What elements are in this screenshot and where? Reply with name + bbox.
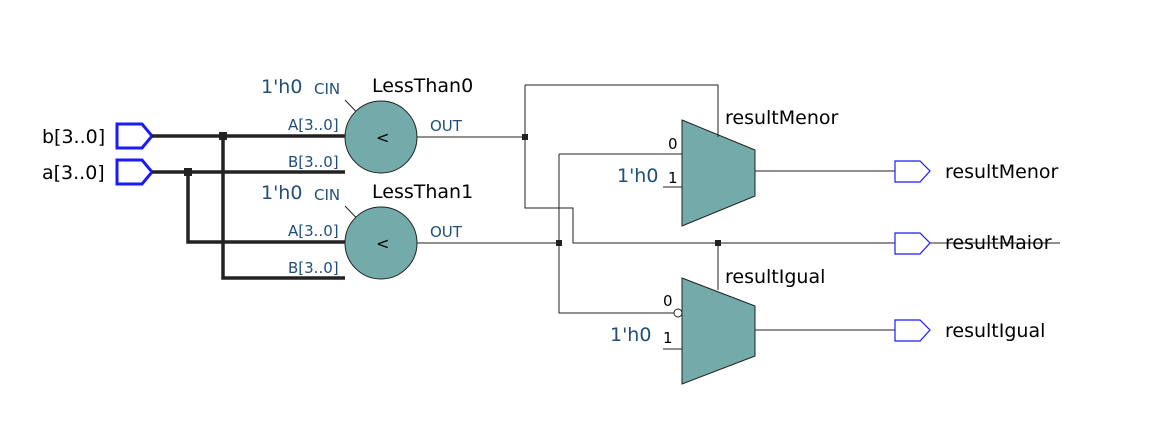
input-label-b: b[3..0] [42,126,105,148]
output-label-resultmenor: resultMenor [945,161,1059,183]
output-pin-resultigual[interactable] [894,319,931,342]
lessthan0-name: LessThan0 [372,75,473,97]
output-pin-resultmenor[interactable] [894,160,931,183]
lessthan0-cin-value: 1'h0 [261,76,302,98]
mux-resultigual-const: 1'h0 [610,324,651,346]
lessthan1-port-a: A[3..0] [288,222,339,240]
net-lessthan0-out [417,84,1060,244]
net-lessthan1-out [417,153,682,314]
mux-resultmenor-const: 1'h0 [617,165,658,187]
input-pin-b[interactable] [115,122,154,150]
mux-resultigual-sel0: 0 [663,292,673,310]
mux-resultmenor[interactable] [663,112,756,227]
input-label-a: a[3..0] [42,162,105,184]
output-label-resultigual: resultIgual [945,320,1045,342]
lessthan0-symbol: < [376,128,389,147]
lessthan1-cin-value: 1'h0 [261,182,302,204]
mux-resultmenor-sel1: 1 [668,169,678,187]
lessthan0-port-b: B[3..0] [288,153,339,171]
lessthan0-out-label: OUT [430,117,463,135]
mux-resultmenor-name: resultMenor [725,107,839,129]
mux-resultigual[interactable] [663,243,756,385]
lessthan1-name: LessThan1 [372,181,473,203]
mux-resultmenor-sel0: 0 [668,135,678,153]
bus-b [152,132,345,280]
lessthan1-symbol: < [376,234,389,253]
lessthan1-port-b: B[3..0] [288,259,339,277]
output-pin-resultmaior[interactable] [894,232,931,255]
mux-resultigual-name: resultIgual [725,266,825,288]
output-label-resultmaior: resultMaior [945,232,1052,254]
input-pin-a[interactable] [115,158,154,186]
lessthan1-cin-label: CIN [314,186,340,204]
lessthan0-cin-label: CIN [314,80,340,98]
lessthan1-out-label: OUT [430,223,463,241]
lessthan0-port-a: A[3..0] [288,116,339,134]
mux-resultigual-sel1: 1 [663,329,673,347]
bus-a [152,168,345,244]
